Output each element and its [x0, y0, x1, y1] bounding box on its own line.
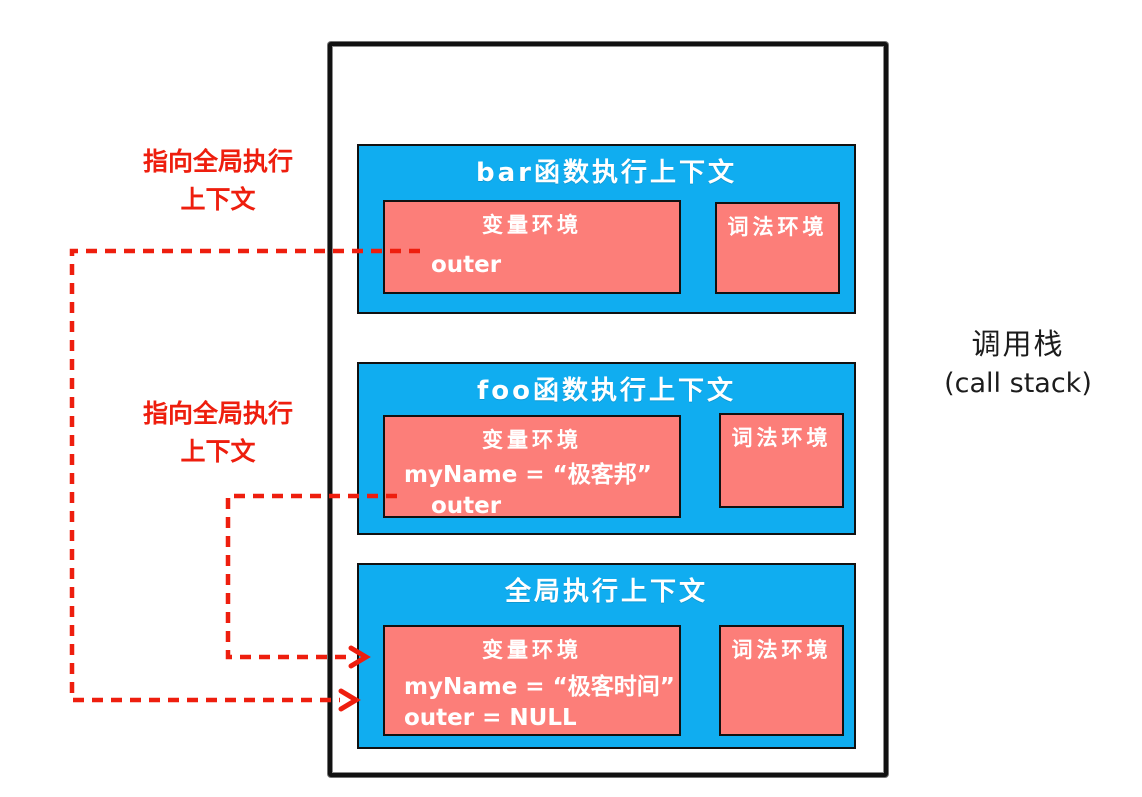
foo-lexical-env: 词法环境 — [719, 413, 844, 508]
context-foo: foo函数执行上下文 变量环境 myName = “极客邦” outer 词法环… — [357, 362, 856, 535]
pointer-label-line2: 上下文 — [180, 437, 256, 466]
variable-env-title: 变量环境 — [482, 638, 582, 662]
foo-variable-env: 变量环境 myName = “极客邦” outer — [383, 415, 681, 519]
lexical-env-title: 词法环境 — [727, 215, 828, 239]
env-entry: outer = NULL — [404, 705, 577, 731]
variable-env-entries: outer — [385, 250, 679, 281]
callstack-label-cn: 调用栈 — [971, 327, 1065, 361]
pointer-label-line1: 指向全局执行 — [142, 147, 293, 176]
context-title: bar函数执行上下文 — [476, 158, 737, 188]
env-entry: outer — [431, 493, 502, 519]
lexical-env-title: 词法环境 — [731, 426, 832, 450]
env-entry: myName = “极客邦” — [404, 462, 652, 488]
pointer-label-line2: 上下文 — [180, 185, 256, 214]
variable-env-title: 变量环境 — [482, 428, 582, 452]
bar-variable-env: 变量环境 outer — [383, 200, 681, 294]
env-entry: outer — [431, 252, 502, 278]
variable-env-entries: myName = “极客邦” outer — [385, 460, 679, 522]
context-title: 全局执行上下文 — [504, 577, 708, 607]
global-lexical-env: 词法环境 — [719, 625, 844, 736]
callstack-label: 调用栈 (call stack) — [912, 324, 1124, 404]
pointer-label-top: 指向全局执行 上下文 — [108, 143, 328, 219]
context-title: foo函数执行上下文 — [476, 376, 737, 406]
callstack-container: bar函数执行上下文 变量环境 outer 词法环境 foo函数执行上下文 变量… — [328, 42, 888, 777]
bar-lexical-env: 词法环境 — [715, 202, 840, 294]
global-variable-env: 变量环境 myName = “极客时间” outer = NULL — [383, 625, 681, 736]
context-global: 全局执行上下文 变量环境 myName = “极客时间” outer = NUL… — [357, 563, 856, 749]
lexical-env-title: 词法环境 — [731, 638, 832, 662]
variable-env-entries: myName = “极客时间” outer = NULL — [385, 672, 679, 734]
pointer-label-line1: 指向全局执行 — [142, 399, 293, 428]
variable-env-title: 变量环境 — [482, 213, 582, 237]
callstack-label-en: (call stack) — [944, 368, 1092, 399]
context-bar: bar函数执行上下文 变量环境 outer 词法环境 — [357, 144, 856, 314]
pointer-label-middle: 指向全局执行 上下文 — [108, 395, 328, 471]
env-entry: myName = “极客时间” — [404, 674, 675, 700]
